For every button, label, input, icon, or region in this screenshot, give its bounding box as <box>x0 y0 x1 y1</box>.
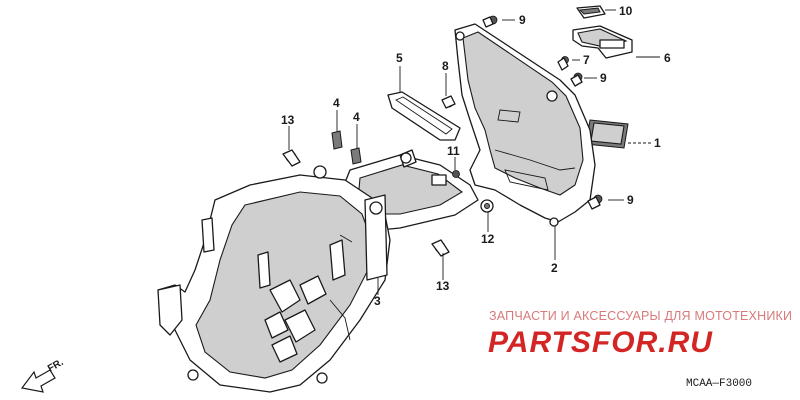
callout-12: 12 <box>481 232 495 246</box>
part-5-gasket <box>387 91 461 141</box>
callout-2: 2 <box>551 261 558 275</box>
callout-4-a: 4 <box>333 96 340 110</box>
callout-7: 7 <box>583 53 590 67</box>
part-8-bolt <box>441 95 456 109</box>
callout-9-right: 9 <box>627 193 634 207</box>
callout-10: 10 <box>619 4 633 18</box>
watermark-site-logo: PARTSFOR.RU <box>488 326 713 359</box>
leader-lines <box>288 9 660 295</box>
front-arrow-icon <box>20 369 56 393</box>
callout-9-top: 9 <box>519 13 526 27</box>
callout-13-top: 13 <box>281 113 295 127</box>
callout-6: 6 <box>664 51 671 65</box>
watermark: ЗАПЧАСТИ И АКСЕССУАРЫ ДЛЯ МОТОТЕХНИКИ PA… <box>488 309 792 359</box>
diagram-code: MCAA—F3000 <box>686 378 752 390</box>
part-12-nut <box>480 199 494 213</box>
part-9-screw-right <box>587 194 603 210</box>
front-direction-indicator: FR. <box>20 357 66 393</box>
callout-1: 1 <box>654 136 661 150</box>
part-3-inner-fender <box>157 149 479 393</box>
callout-labels: 9 10 6 7 9 1 9 5 8 4 4 13 11 12 13 3 2 <box>281 4 671 308</box>
part-9-screw-mid <box>570 72 583 87</box>
watermark-caption: ЗАПЧАСТИ И АКСЕССУАРЫ ДЛЯ МОТОТЕХНИКИ <box>489 309 792 323</box>
part-4-clip-a <box>331 130 343 150</box>
part-10-clip <box>576 5 606 19</box>
callout-4-b: 4 <box>353 110 360 124</box>
callout-8: 8 <box>442 59 449 73</box>
part-1-reflector <box>585 119 629 149</box>
part-11-nut <box>452 170 460 178</box>
part-2-rear-panel <box>454 23 596 227</box>
front-label: FR. <box>46 357 66 375</box>
part-6-bracket <box>572 25 633 59</box>
part-7-screw <box>557 56 569 71</box>
callout-11: 11 <box>447 144 460 158</box>
callout-13-lower: 13 <box>436 279 450 293</box>
part-13-bolt-left <box>282 149 301 167</box>
callout-3: 3 <box>374 294 381 308</box>
part-4-clip-b <box>350 147 362 165</box>
part-13-bolt-lower <box>431 239 450 257</box>
part-9-screw-top <box>482 15 498 28</box>
callout-5: 5 <box>396 51 403 65</box>
callout-9-mid: 9 <box>600 71 607 85</box>
